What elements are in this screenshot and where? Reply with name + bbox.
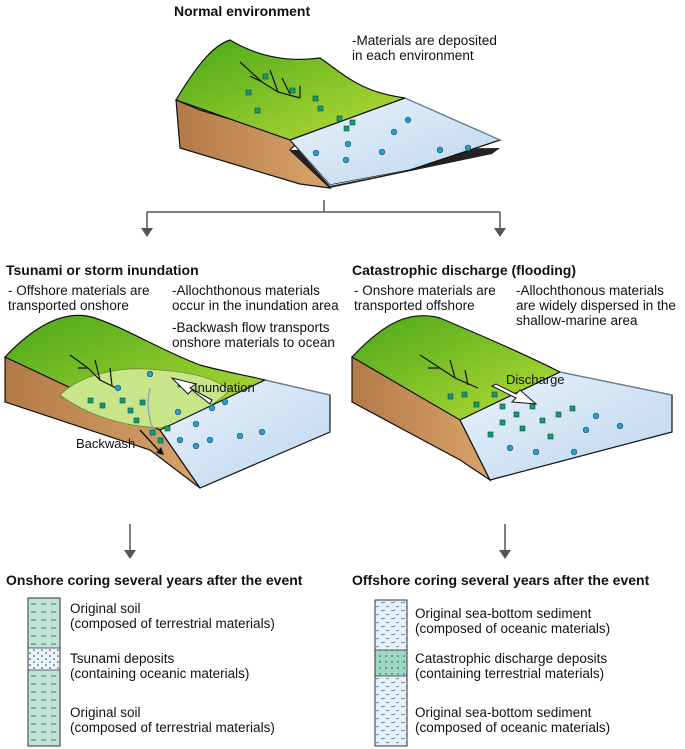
tsunami-note-allochthonous: -Allochthonous materials occur in the in… — [172, 283, 339, 313]
offshore-core-column — [374, 599, 408, 747]
onshore-core-column — [27, 597, 61, 747]
backwash-arrow — [139, 429, 161, 453]
branch-arrowhead-right — [494, 228, 506, 237]
onshore-coring-title: Onshore coring several years after the e… — [6, 572, 303, 588]
normal-environment-title: Normal environment — [174, 3, 311, 19]
discharge-note-onshore: - Onshore materials are transported offs… — [354, 283, 496, 313]
tsunami-block: Inundation Backwash — [3, 314, 331, 489]
inundation-arrow — [170, 377, 213, 405]
normal-environment-note: -Materials are deposited in each environ… — [352, 33, 497, 63]
discharge-title: Catastrophic discharge (flooding) — [352, 262, 577, 278]
down-arrow-right — [499, 524, 511, 559]
tsunami-title: Tsunami or storm inundation — [6, 262, 199, 278]
onshore-layer-3-label: Original soil(composed of terrestrial ma… — [70, 705, 275, 735]
down-arrow-left — [124, 524, 136, 559]
offshore-layer-3-label: Original sea-bottom sediment(composed of… — [415, 705, 611, 735]
tsunami-note-backwash: -Backwash flow transports onshore materi… — [172, 320, 335, 350]
offshore-layer-2-label: Catastrophic discharge deposits(containi… — [415, 651, 608, 681]
onshore-layer-2-label: Tsunami deposits(containing oceanic mate… — [70, 651, 250, 681]
discharge-arrow — [490, 383, 538, 405]
backwash-label: Backwash — [76, 436, 135, 451]
discharge-label: Discharge — [506, 372, 565, 387]
onshore-layer-1-label: Original soil(composed of terrestrial ma… — [70, 601, 275, 631]
discharge-block: Discharge — [351, 315, 673, 482]
discharge-note-dispersed: -Allochthonous materials are widely disp… — [516, 283, 676, 328]
branch-connector — [146, 200, 501, 228]
offshore-coring-title: Offshore coring several years after the … — [352, 572, 650, 588]
branch-arrowhead-left — [141, 228, 153, 237]
inundation-label: Inundation — [194, 380, 255, 395]
offshore-layer-1-label: Original sea-bottom sediment(composed of… — [415, 606, 611, 636]
normal-environment-block — [175, 39, 502, 189]
tsunami-note-offshore: - Offshore materials are transported ons… — [8, 283, 150, 313]
